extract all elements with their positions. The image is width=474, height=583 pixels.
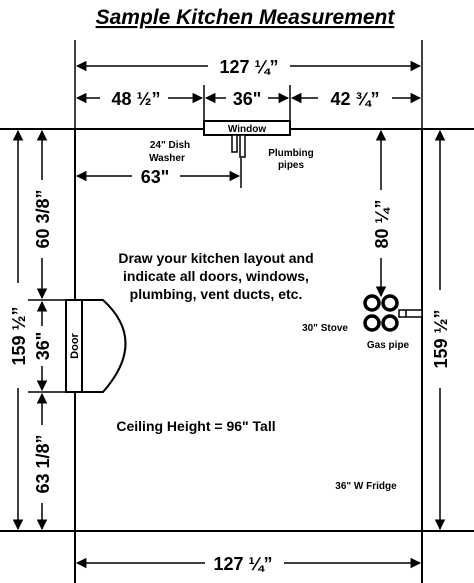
dim-right-full-label: 159 ½” (431, 309, 451, 368)
ceiling-height-label: Ceiling Height = 96" Tall (116, 418, 275, 434)
dim-top-left-label: 48 ½” (111, 89, 160, 109)
dimension-top-segments: 48 ½” 36" 42 ¾” (75, 89, 422, 109)
dim-left-full-label: 159 ½” (9, 306, 29, 365)
instructions-line-2: indicate all doors, windows, (123, 268, 309, 284)
dim-left-upper-label: 60 3/8” (33, 189, 53, 248)
dimension-dishwasher: 63" (75, 158, 242, 188)
window: Window (203, 120, 291, 136)
dimension-left-full: 159 ½” (9, 129, 29, 531)
dimension-stove-offset: 80 ¼” (372, 129, 392, 298)
dim-top-window-label: 36" (233, 89, 262, 109)
dim-stove-offset-label: 80 ¼” (372, 199, 392, 248)
instructions: Draw your kitchen layout and indicate al… (118, 250, 313, 302)
plumbing-label-line1: Plumbing (268, 148, 314, 159)
gas-pipe-label: Gas pipe (367, 340, 410, 351)
extension-lines (28, 40, 423, 393)
door: Door (65, 299, 127, 393)
dishwasher-label-line1: 24" Dish (150, 140, 190, 151)
dishwasher-label-line2: Washer (149, 153, 185, 164)
dimension-bottom-total: 127 ¼” (75, 554, 422, 574)
dim-top-right-label: 42 ¾” (330, 89, 379, 109)
door-label: Door (69, 332, 81, 358)
gas-pipe: Gas pipe (367, 309, 423, 351)
dim-left-lower-label: 63 1/8” (33, 434, 53, 493)
dim-left-door-label: 36" (33, 332, 53, 361)
dimension-left-segments: 60 3/8” 36" 63 1/8” (33, 129, 53, 531)
fridge-label: 36" W Fridge (335, 481, 397, 492)
dim-top-total-label: 127 ¼” (219, 57, 278, 77)
plumbing-label-line2: pipes (278, 160, 305, 171)
stove-burners (363, 294, 399, 332)
instructions-line-3: plumbing, vent ducts, etc. (130, 286, 303, 302)
plumbing-pipes: Plumbing pipes (231, 134, 314, 171)
dim-dishwasher-label: 63" (141, 167, 170, 187)
stove-label: 30" Stove (302, 323, 348, 334)
page-title: Sample Kitchen Measurement (96, 6, 396, 29)
instructions-line-1: Draw your kitchen layout and (118, 250, 313, 266)
dishwasher: 24" Dish Washer (149, 140, 190, 164)
window-label: Window (228, 124, 266, 135)
dim-bottom-total-label: 127 ¼” (213, 554, 272, 574)
dimension-right-full: 159 ½” (431, 129, 451, 531)
dimension-top-total: 127 ¼” (75, 57, 422, 77)
